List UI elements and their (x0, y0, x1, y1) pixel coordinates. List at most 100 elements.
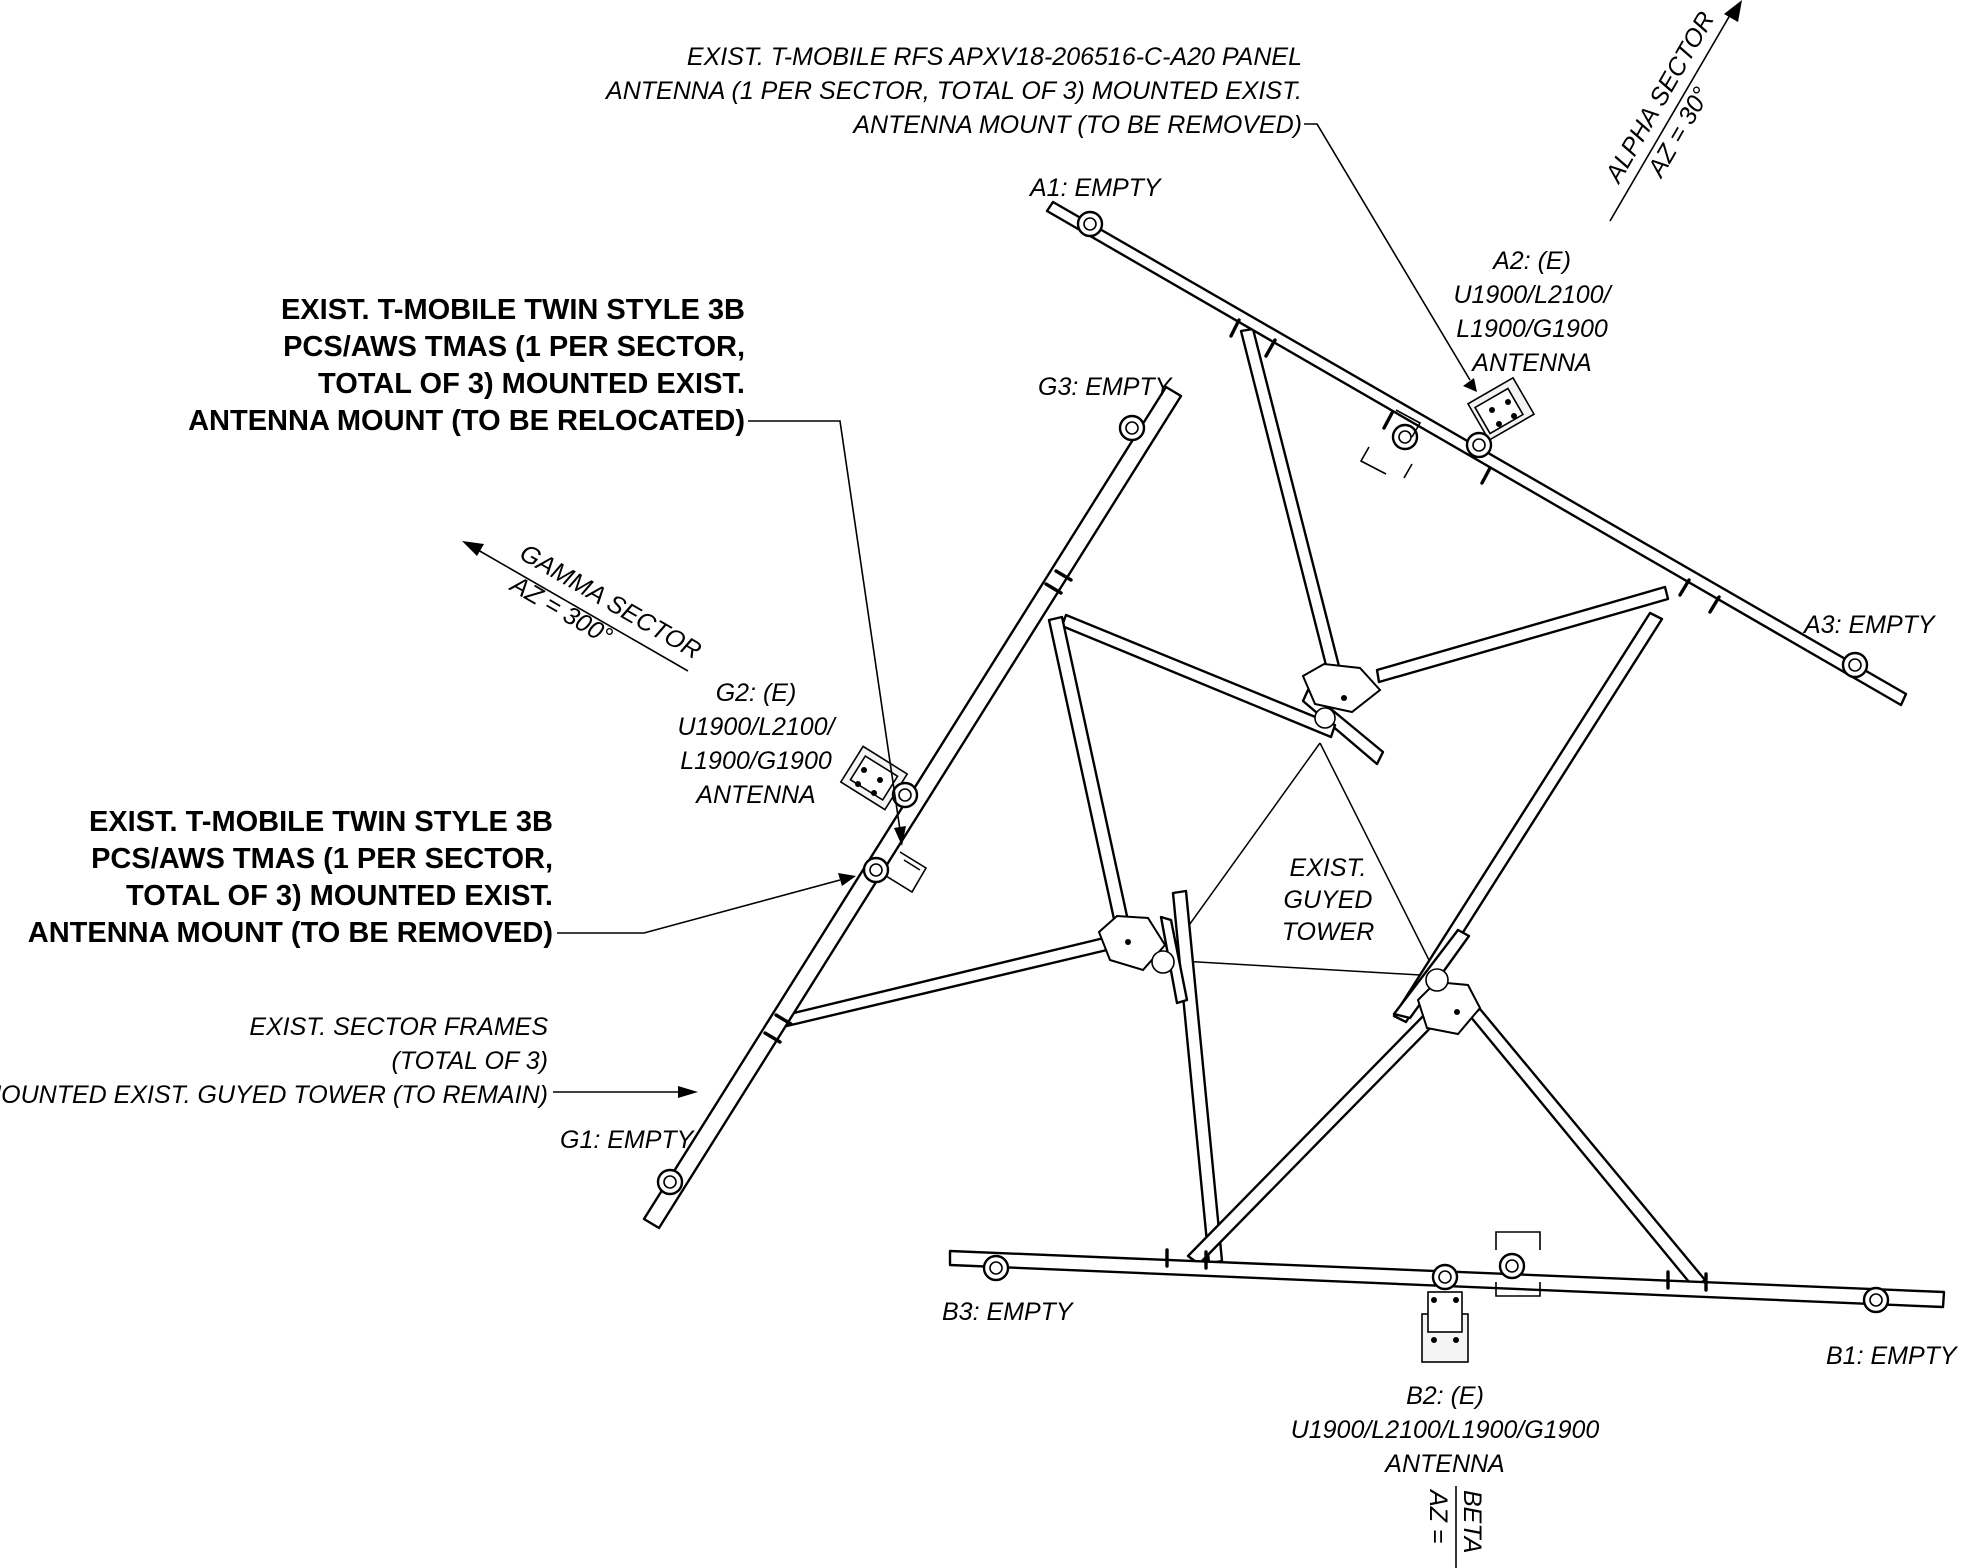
tma-outline-dashed (885, 851, 928, 894)
pipe-band (1708, 595, 1721, 614)
g2-pipe-clamp (862, 856, 890, 884)
note-line: (TOTAL OF 3) (391, 1047, 548, 1075)
alpha-azimuth-line (1609, 9, 1734, 222)
pipe-clamps (656, 210, 1890, 1314)
pipe-band (1044, 582, 1063, 595)
position-label-b2: B2: (E) U1900/L2100/L1900/G1900 ANTENNA (1291, 1382, 1600, 1478)
mount-bolt (855, 781, 861, 787)
position-label-a3: A3: EMPTY (1802, 611, 1937, 639)
tma-outline-dashed (903, 859, 921, 871)
beta-right-standoff (1468, 1007, 1707, 1290)
note-tower: EXIST. GUYED TOWER (1282, 854, 1375, 946)
mount-bolt (861, 767, 867, 773)
position-label-b3: B3: EMPTY (942, 1298, 1075, 1326)
position-line: U1900/L2100/ (1453, 281, 1613, 309)
position-line: L1900/G1900 (1456, 315, 1608, 343)
alpha-sector-label: ALPHA SECTOR AZ = 30° (1599, 7, 1720, 189)
tower-mast-pipe (1171, 889, 1224, 1265)
a2-mount-clamp (1473, 387, 1525, 435)
gamma-azimuth-line (477, 549, 689, 672)
beta-left-standoff (1186, 1006, 1444, 1266)
pipe-band (1382, 411, 1394, 430)
corner-pipe-ring (1151, 950, 1175, 974)
pipe-band (1264, 338, 1277, 358)
note-line: EXIST. T-MOBILE RFS APXV18-206516-C-A20 … (687, 43, 1302, 71)
gamma-corner-plate (1097, 914, 1167, 972)
position-line: ANTENNA (694, 781, 815, 809)
pipe-band (774, 1013, 793, 1026)
b1-pipe-clamp (1862, 1286, 1890, 1314)
mount-bolt (1489, 407, 1495, 413)
position-label-a1: A1: EMPTY (1028, 174, 1163, 202)
gamma-antenna-mount (839, 745, 928, 894)
position-label-a2: A2: (E) U1900/L2100/ L1900/G1900 ANTENNA (1453, 247, 1613, 377)
b3-pipe-clamp (982, 1254, 1010, 1282)
note-line: ANTENNA (1 PER SECTOR, TOTAL OF 3) MOUNT… (604, 77, 1302, 105)
tma-removed-arrowhead (838, 873, 856, 886)
a1-pipe-clamp (1076, 210, 1104, 238)
position-line: L1900/G1900 (680, 747, 832, 775)
beta-antenna-mount (1421, 1231, 1541, 1363)
note-panel-antenna: EXIST. T-MOBILE RFS APXV18-206516-C-A20 … (604, 43, 1302, 139)
tma-outline-dashed (1403, 463, 1413, 479)
mount-bolt (877, 777, 883, 783)
sector-frames-arrowhead (678, 1086, 698, 1098)
g2-mount-clamp (849, 754, 899, 802)
pipe-band (763, 1031, 782, 1044)
alpha-antenna-mount (1359, 376, 1536, 479)
pipe-band (1229, 318, 1241, 338)
tma-outline-dashed (1495, 1282, 1541, 1297)
note-line: GUYED (1284, 886, 1373, 914)
mount-bolt (1496, 421, 1502, 427)
g2-antenna-pipe-inner (898, 788, 912, 802)
panel-antenna-leader (1304, 123, 1471, 381)
alpha-azimuth-arrowhead (1724, 0, 1742, 22)
mount-bolt (1431, 1297, 1437, 1303)
b2-antenna-pipe-inner (1438, 1270, 1452, 1284)
position-label-g3: G3: EMPTY (1038, 373, 1174, 401)
sector-name: BETA (1458, 1490, 1486, 1553)
gamma-sector-label: GAMMA SECTOR AZ = 300° (504, 539, 706, 665)
mount-bolt (1431, 1337, 1437, 1343)
note-sector-frames: EXIST. SECTOR FRAMES (TOTAL OF 3) MOUNTE… (0, 1013, 548, 1109)
plate-bolt (1125, 939, 1131, 945)
tma-removed-leader (557, 879, 841, 934)
gamma-azimuth-arrowhead (462, 541, 484, 556)
alpha-corner-plate (1301, 662, 1382, 714)
note-line: PCS/AWS TMAS (1 PER SECTOR, (91, 843, 553, 875)
position-line: U1900/L2100/L1900/G1900 (1291, 1416, 1600, 1444)
mount-bolt (1453, 1337, 1459, 1343)
note-line: EXIST. T-MOBILE TWIN STYLE 3B (281, 294, 745, 326)
mount-bolt (1505, 399, 1511, 405)
beta-upright-pipe (1392, 611, 1664, 1024)
alpha-left-standoff (1239, 327, 1343, 679)
a3-pipe-clamp (1841, 651, 1869, 679)
position-line: ANTENNA (1470, 349, 1591, 377)
g3-pipe-clamp (1118, 414, 1146, 442)
note-tma-relocated: EXIST. T-MOBILE TWIN STYLE 3B PCS/AWS TM… (188, 294, 745, 437)
sector-azimuth: AZ = (1424, 1488, 1452, 1544)
b2-pipe-clamp (1498, 1252, 1526, 1280)
corner-pipe-ring (1425, 968, 1449, 992)
position-line: B2: (E) (1406, 1382, 1484, 1410)
note-line: PCS/AWS TMAS (1 PER SECTOR, (283, 331, 745, 363)
pipe-bands (763, 318, 1721, 1292)
pipe-band (1678, 578, 1691, 597)
position-line: G2: (E) (716, 679, 797, 707)
position-line: U1900/L2100/ (677, 713, 837, 741)
note-line: MOUNTED EXIST. GUYED TOWER (TO REMAIN) (0, 1081, 548, 1109)
pipe-band (1480, 466, 1492, 485)
panel-antenna-arrowhead (1463, 378, 1477, 392)
note-line: ANTENNA MOUNT (TO BE REMOVED) (851, 111, 1302, 139)
leader-lines (462, 0, 1742, 1568)
mount-bolt (1511, 413, 1517, 419)
note-line: ANTENNA MOUNT (TO BE RELOCATED) (188, 405, 745, 437)
position-label-g1: G1: EMPTY (560, 1126, 696, 1154)
note-line: EXIST. T-MOBILE TWIN STYLE 3B (89, 806, 553, 838)
corner-pipe-ring (1314, 707, 1336, 729)
tma-outline-dashed (1395, 409, 1422, 438)
tower-leg-line (1163, 959, 1438, 977)
beta-corner-plate (1416, 980, 1482, 1036)
plate-bolt (1454, 1009, 1460, 1015)
